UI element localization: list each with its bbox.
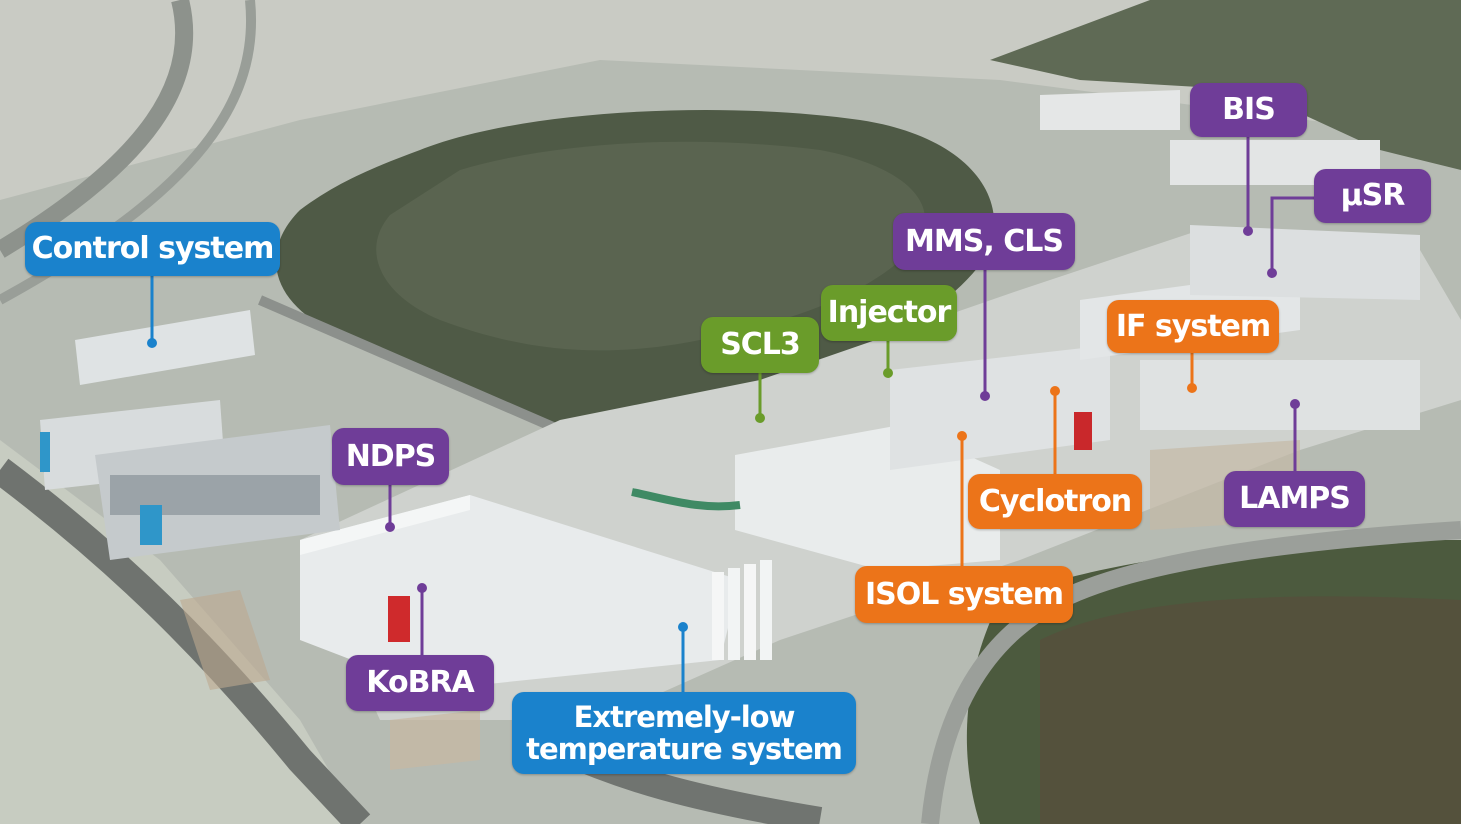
label-cyclotron: Cyclotron	[968, 474, 1142, 529]
label-lamps: LAMPS	[1224, 471, 1365, 527]
label-injector: Injector	[821, 285, 957, 341]
label-if-system: IF system	[1107, 300, 1279, 353]
label-line-1: Extremely-low	[573, 700, 796, 734]
label-bis: BIS	[1190, 83, 1307, 137]
label-ndps: NDPS	[332, 428, 449, 485]
label-extremely-low-temperature-system: Extremely-low temperature system	[512, 692, 856, 774]
label-line-2: temperature system	[526, 732, 843, 766]
label-control-system: Control system	[25, 222, 280, 276]
label-mms-cls: MMS, CLS	[893, 213, 1075, 270]
label-isol-system: ISOL system	[855, 566, 1073, 623]
label-usr: μSR	[1314, 169, 1431, 223]
label-scl3: SCL3	[701, 317, 819, 373]
label-kobra: KoBRA	[346, 655, 494, 711]
